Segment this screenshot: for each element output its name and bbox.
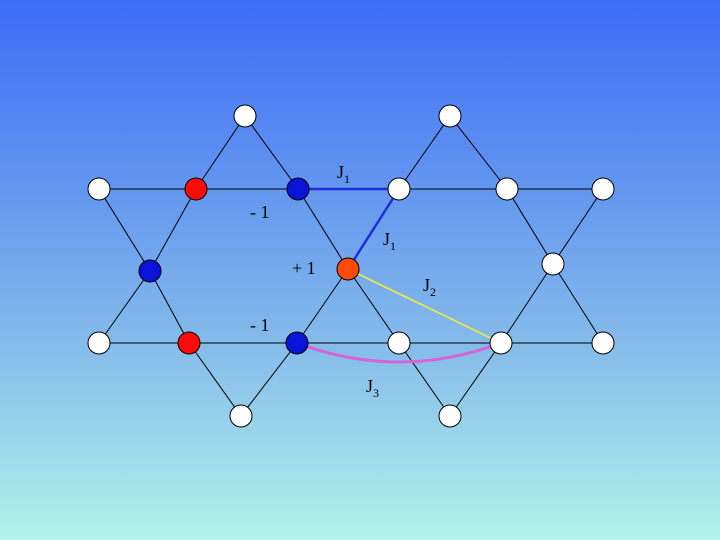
site-upper-row-6: [591, 177, 615, 201]
j3-sub: 3: [373, 386, 379, 400]
site-upper-row-2: [184, 177, 208, 201]
lattice-edge: [398, 115, 451, 190]
site-top-right-star-tip: [438, 104, 462, 128]
lattice-edge: [506, 188, 554, 265]
site-lower-row-6: [591, 331, 615, 355]
lattice-edge: [188, 342, 242, 417]
lattice-edge: [552, 263, 604, 344]
site-lower-row-3: [285, 331, 309, 355]
j1-diag-sub: 1: [390, 239, 396, 253]
site-upper-row-4: [387, 177, 411, 201]
lattice-edge: [449, 115, 508, 190]
j1-diag-main: J: [383, 229, 390, 249]
site-upper-row-5: [495, 177, 519, 201]
lattice-edge: [244, 115, 299, 190]
j3-bond: [296, 341, 502, 364]
j3-label: J3: [366, 376, 379, 400]
lattice-edge: [149, 188, 197, 272]
site-upper-row-1: [87, 177, 111, 201]
site-bottom-right-star-tip: [438, 404, 462, 428]
j1-top-label: J1: [337, 162, 350, 186]
lattice-edge: [195, 115, 246, 190]
plus-one-label: + 1: [292, 258, 316, 278]
site-lower-row-1: [87, 331, 111, 355]
lattice-edge: [296, 268, 349, 344]
site-bottom-left-star-tip: [229, 404, 253, 428]
lattice-edge: [98, 270, 151, 344]
exchange-bonds: [296, 187, 502, 364]
j1-diagonal-label: J1: [383, 229, 396, 253]
coupling-labels: J1 J1 J2 J3: [337, 162, 436, 400]
site-lower-row-4: [387, 331, 411, 355]
site-lower-row-2: [177, 331, 201, 355]
site-middle-left: [138, 259, 162, 283]
site-top-left-star-tip: [233, 104, 257, 128]
lattice-edge: [98, 188, 151, 272]
lattice-edge: [552, 188, 604, 265]
lattice-edge: [297, 188, 349, 270]
lattice-edge: [347, 268, 400, 344]
j3-main: J: [366, 376, 373, 396]
j1-top-sub: 1: [344, 172, 350, 186]
site-middle-center: [336, 257, 360, 281]
minus-one-label-top: - 1: [250, 202, 270, 222]
j1-top-main: J: [337, 162, 344, 182]
site-lower-row-5: [489, 331, 513, 355]
j2-sub: 2: [430, 285, 436, 299]
lattice-edge: [240, 342, 298, 417]
j1-bond-diagonal: [346, 188, 401, 270]
minus-one-label-bottom: - 1: [250, 315, 270, 335]
lattice-sites: [87, 104, 615, 428]
j2-bond: [347, 268, 502, 344]
lattice-edge: [149, 270, 190, 344]
site-upper-row-3: [286, 177, 310, 201]
lattice-edge: [398, 342, 451, 417]
lattice-edge: [500, 263, 554, 344]
site-middle-right: [541, 252, 565, 276]
charge-labels: - 1 + 1 - 1: [250, 202, 316, 335]
j2-label: J2: [423, 275, 436, 299]
lattice-edge: [449, 342, 502, 417]
j2-main: J: [423, 275, 430, 295]
